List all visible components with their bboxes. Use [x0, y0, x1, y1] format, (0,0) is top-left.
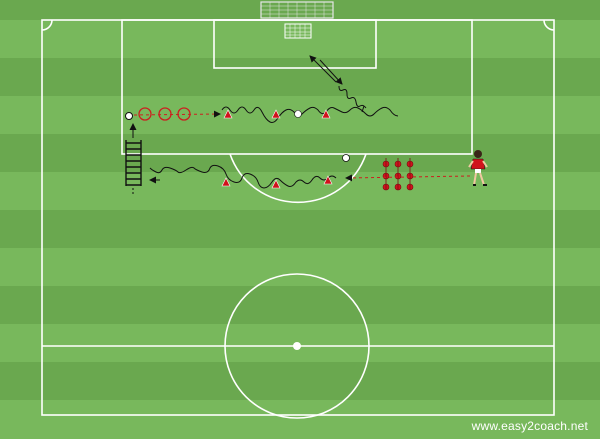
dribble-path-to-goal	[338, 85, 367, 109]
goal-icon	[260, 1, 334, 39]
corner-arc-right	[543, 19, 555, 31]
dribble-path-top	[221, 106, 399, 123]
ball-icon-bottom	[342, 154, 350, 162]
pole-lines	[385, 158, 411, 190]
arrow-shot-return	[319, 59, 343, 85]
field-lines	[41, 19, 555, 419]
arrow-to-penalty	[361, 105, 365, 113]
goal-box	[213, 19, 377, 69]
arrow-shot	[309, 55, 337, 83]
player-icon	[468, 150, 488, 186]
ball-icon-top	[294, 110, 302, 118]
cone-icons-bottom	[221, 175, 333, 189]
corner-arc-left	[41, 19, 53, 31]
watermark-text: www.easy2coach.net	[471, 419, 588, 433]
cone-icons-top	[223, 109, 331, 119]
dashed-run-arrow-bottom	[345, 174, 471, 182]
penalty-arc	[229, 153, 367, 204]
dribble-path-bottom	[149, 164, 337, 189]
dashed-run-arrow-top	[133, 110, 221, 118]
ring-icons	[138, 107, 191, 121]
center-circle	[224, 273, 370, 419]
center-spot	[293, 342, 301, 350]
agility-ladder-icon	[125, 140, 142, 186]
ball-icon	[125, 112, 133, 120]
